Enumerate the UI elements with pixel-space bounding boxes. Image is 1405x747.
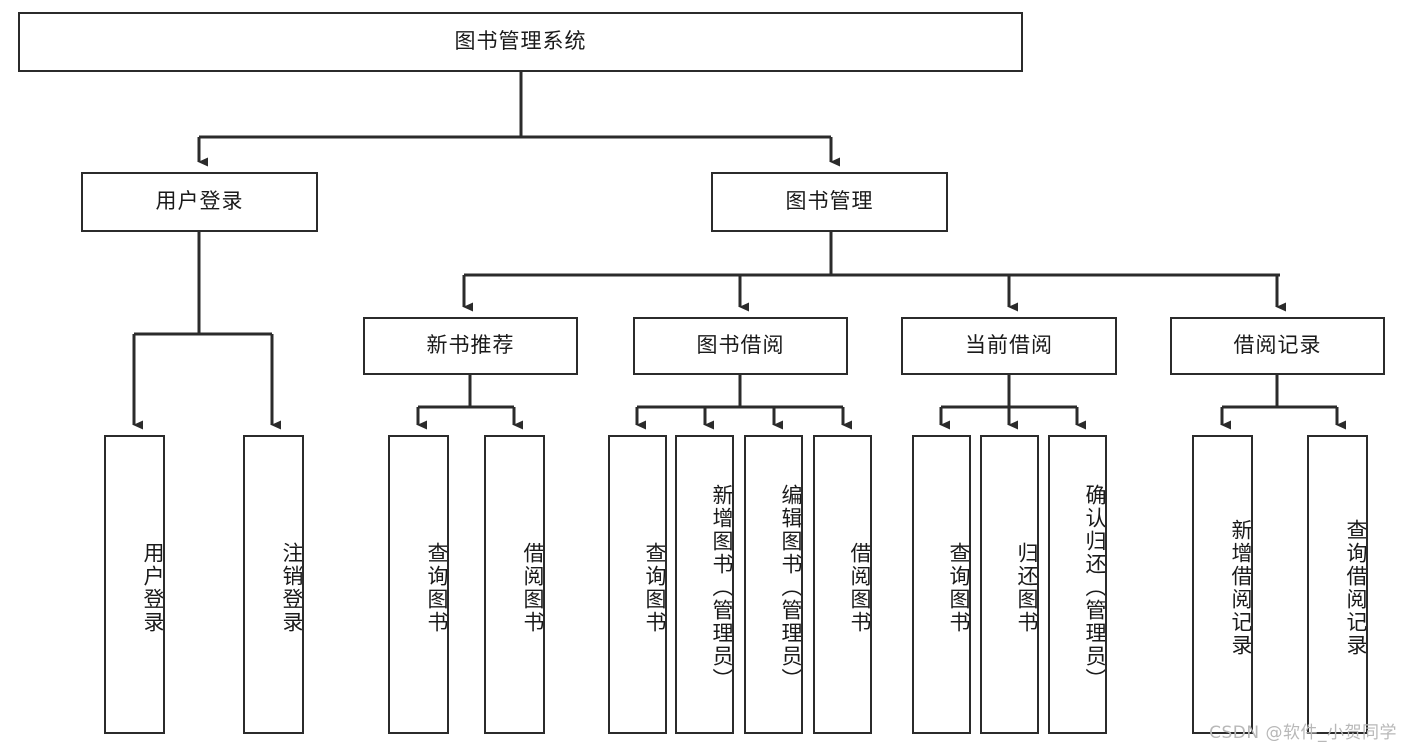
node-leaf-borrow-query-book-label: 查询图书 [643,541,667,634]
node-leaf-record-query[interactable]: 查询借阅记录 [1307,435,1368,734]
node-leaf-borrow-query-book[interactable]: 查询图书 [608,435,667,734]
node-borrow-record-label: 借阅记录 [1233,333,1322,358]
node-leaf-current-return-book[interactable]: 归还图书 [980,435,1039,734]
node-current-borrow-label: 当前借阅 [965,333,1053,358]
node-root-label: 图书管理系统 [454,29,587,54]
node-book-manage-label: 图书管理 [785,189,874,214]
node-leaf-record-query-label: 查询借阅记录 [1344,518,1368,657]
node-leaf-user-logout[interactable]: 注销登录 [243,435,304,734]
node-leaf-current-confirm-return[interactable]: 确认归还（管理员） [1048,435,1107,734]
node-current-borrow[interactable]: 当前借阅 [901,317,1117,375]
node-new-book-rec[interactable]: 新书推荐 [363,317,578,375]
node-leaf-current-query-book-label: 查询图书 [947,541,971,634]
node-leaf-current-return-book-label: 归还图书 [1015,541,1039,634]
node-leaf-rec-query-book[interactable]: 查询图书 [388,435,449,734]
node-leaf-rec-borrow-book[interactable]: 借阅图书 [484,435,545,734]
node-new-book-rec-label: 新书推荐 [426,333,515,358]
node-leaf-borrow-edit-book[interactable]: 编辑图书（管理员） [744,435,803,734]
node-leaf-borrow-borrow-book[interactable]: 借阅图书 [813,435,872,734]
node-leaf-record-add-label: 新增借阅记录 [1229,518,1253,657]
node-book-borrow[interactable]: 图书借阅 [633,317,848,375]
node-leaf-user-login[interactable]: 用户登录 [104,435,165,734]
node-leaf-current-confirm-return-label: 确认归还（管理员） [1083,484,1107,691]
node-borrow-record[interactable]: 借阅记录 [1170,317,1385,375]
node-leaf-current-query-book[interactable]: 查询图书 [912,435,971,734]
node-leaf-borrow-add-book[interactable]: 新增图书（管理员） [675,435,734,734]
node-leaf-borrow-edit-book-label: 编辑图书（管理员） [779,484,803,691]
node-leaf-rec-query-book-label: 查询图书 [425,541,449,634]
node-leaf-user-logout-label: 注销登录 [280,541,304,634]
node-user-login-label: 用户登录 [155,189,244,214]
node-book-borrow-label: 图书借阅 [696,333,785,358]
node-leaf-user-login-label: 用户登录 [141,541,165,634]
node-leaf-record-add[interactable]: 新增借阅记录 [1192,435,1253,734]
node-user-login[interactable]: 用户登录 [81,172,318,232]
node-leaf-rec-borrow-book-label: 借阅图书 [521,541,545,634]
node-root[interactable]: 图书管理系统 [18,12,1023,72]
node-leaf-borrow-borrow-book-label: 借阅图书 [848,541,872,634]
node-book-manage[interactable]: 图书管理 [711,172,948,232]
node-leaf-borrow-add-book-label: 新增图书（管理员） [710,484,734,691]
